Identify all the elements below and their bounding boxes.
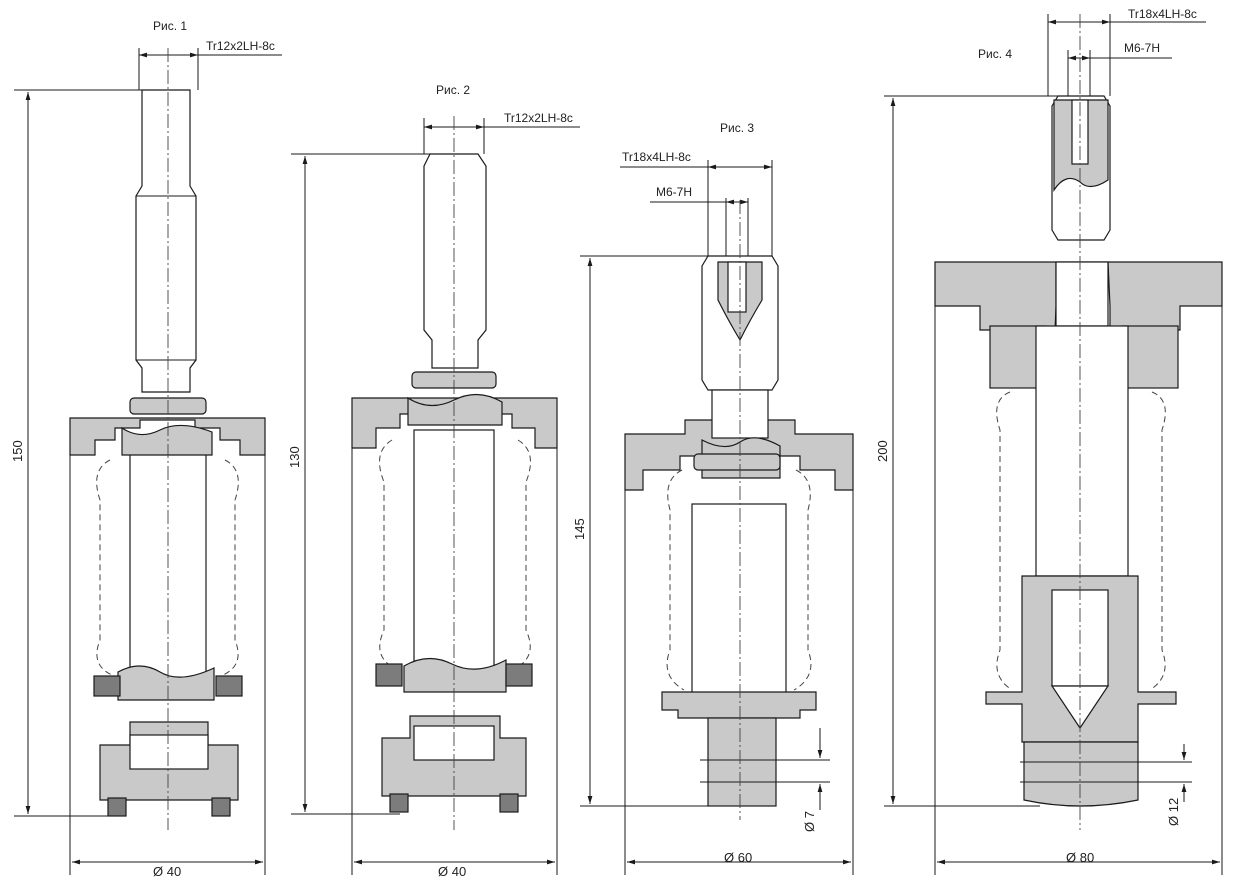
fig3-height-label: 145: [572, 518, 587, 540]
fig4-guide-right: [1121, 325, 1179, 389]
figure-4-caption: Рис. 4: [978, 47, 1012, 61]
fig1-bellows-right: [222, 459, 239, 676]
fig1-spindle-base: [117, 665, 215, 701]
fig2-spindle: [413, 429, 495, 681]
fig1-clamp-pad-left: [107, 797, 127, 817]
fig1-clamp-pad-right: [211, 797, 231, 817]
fig4-height-label: 200: [875, 440, 890, 462]
figure-3-caption: Рис. 3: [720, 121, 754, 135]
fig4-diameter-label: Ø 80: [1066, 850, 1094, 865]
fig3-lower-flange: [661, 691, 817, 719]
fig3-nut: [693, 453, 781, 471]
fig2-screw: [423, 153, 487, 369]
fig2-spindle-base: [403, 657, 507, 693]
fig2-bellows-right: [515, 439, 531, 669]
fig4-shaft-label: Ø 12: [1166, 798, 1181, 826]
fig4-thread-label: Tr18x4LH-8c: [1128, 7, 1197, 21]
fig1-screw: [135, 89, 197, 393]
figure-1: Рис. 1 Tr12x2LH-8c 150 Ø 40: [10, 19, 282, 879]
fig1-thread-label: Tr12x2LH-8c: [206, 39, 275, 53]
fig2-height-label: 130: [287, 446, 302, 468]
fig2-diameter-label: Ø 40: [438, 864, 466, 879]
fig3-shaft-label: Ø 7: [802, 811, 817, 832]
fig1-top-flange: [69, 417, 266, 456]
figure-3: Рис. 3 Tr18x4LH-8c M6-7H 145 Ø 60: [572, 121, 854, 875]
fig4-spindle: [1035, 325, 1129, 577]
fig3-bellows-right: [793, 469, 812, 691]
fig1-spindle-cap: [121, 424, 213, 456]
fig3-tapped-hole: [727, 261, 747, 313]
fig3-bellows-left: [666, 469, 685, 691]
fig1-lower-plate-left: [93, 675, 121, 697]
fig3-shaft: [707, 717, 777, 807]
fig2-bellows-left: [379, 439, 395, 669]
fig4-bellows-left: [996, 391, 1013, 691]
fig1-bellows-left: [96, 459, 113, 676]
fig2-thread-label: Tr12x2LH-8c: [504, 111, 573, 125]
figure-2: Рис. 2 Tr12x2LH-8c 130 Ø 40: [287, 83, 580, 879]
fig4-shaft: [1023, 741, 1139, 807]
fig3-spindle: [691, 503, 787, 699]
fig2-lower-plate-left: [375, 663, 403, 687]
figure-4: Рис. 4 Tr18x4LH-8c M6-7H 200 Ø 80: [875, 7, 1223, 875]
fig1-height-label: 150: [10, 440, 25, 462]
fig3-diameter-label: Ø 60: [724, 850, 752, 865]
figure-2-caption: Рис. 2: [436, 83, 470, 97]
fig4-bellows-right: [1149, 391, 1166, 691]
fig2-spindle-cap: [407, 393, 503, 426]
fig3-inner-thread-label: M6-7H: [656, 185, 692, 199]
fig3-thread-label: Tr18x4LH-8c: [622, 150, 691, 164]
fig1-clamp-insert: [129, 734, 209, 770]
fig2-clamp-pad-left: [389, 793, 409, 813]
fig1-diameter-label: Ø 40: [153, 864, 181, 879]
fig2-clamp-pad-right: [499, 793, 519, 813]
fig2-lower-plate-right: [505, 663, 533, 687]
fig2-top-flange: [351, 397, 558, 449]
fig1-lower-plate-right: [215, 675, 243, 697]
fig4-neck: [1055, 261, 1109, 327]
fig4-inner-thread-label: M6-7H: [1124, 41, 1160, 55]
figure-1-caption: Рис. 1: [153, 19, 187, 33]
